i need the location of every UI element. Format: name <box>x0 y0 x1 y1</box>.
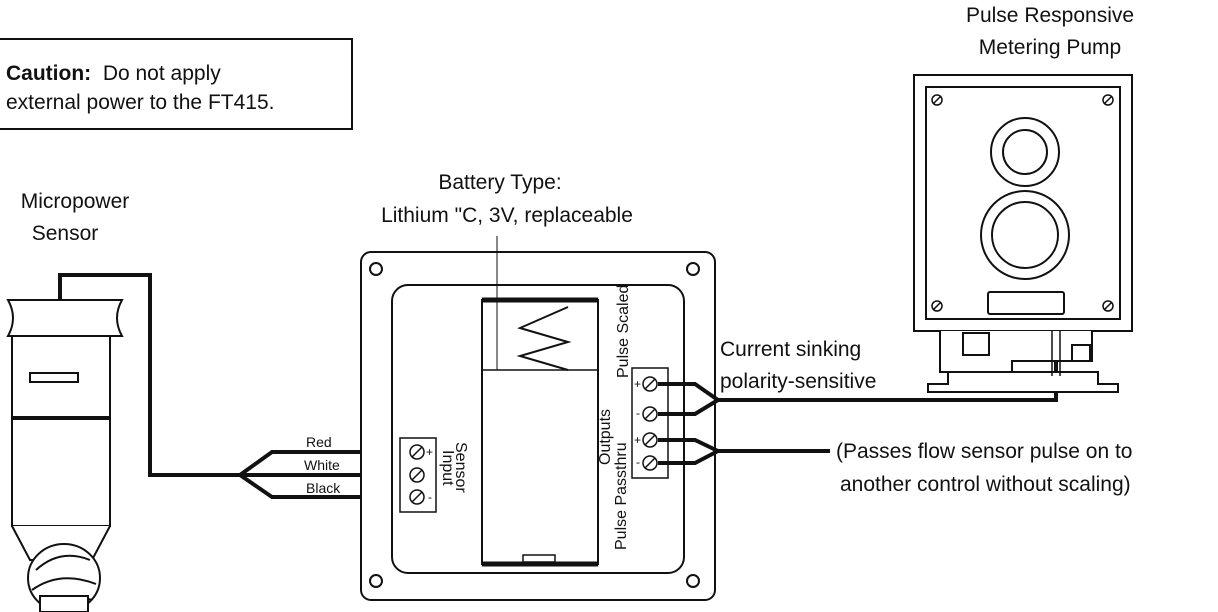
metering-pump <box>913 74 1133 393</box>
wire-red-label: Red <box>306 434 332 450</box>
caution-text-line2: external power to the FT415. <box>6 91 275 114</box>
micropower-sensor <box>6 299 124 612</box>
pump-title-line2: Metering Pump <box>979 36 1121 59</box>
battery <box>481 297 599 567</box>
sensor-input-label-line2: Input <box>439 450 456 486</box>
sensor-input-label-line1: Sensor <box>452 442 469 493</box>
wire-white-label: White <box>304 457 340 473</box>
pump-screws <box>931 94 1114 312</box>
pulse-passthru-label: Pulse Passthru <box>613 442 630 550</box>
caution-box: Caution: Do not apply external power to … <box>0 38 353 130</box>
current-sinking-line2: polarity-sensitive <box>720 370 876 393</box>
outputs-label: Outputs <box>597 409 614 465</box>
passthru-note-line2: another control without scaling) <box>840 473 1131 496</box>
output-scaled-plus: + <box>634 377 641 391</box>
output-passthru-minus: - <box>636 455 640 469</box>
current-sinking-line1: Current sinking <box>720 338 861 361</box>
controller-screw-holes <box>369 262 700 588</box>
output-scaled-minus: - <box>636 406 640 420</box>
caution-text-line1: Do not apply <box>102 62 221 85</box>
pulse-scaled-label: Pulse Scaled <box>615 285 632 378</box>
sensor-title-line1: Micropower <box>21 190 130 213</box>
passthru-note-line1: (Passes flow sensor pulse on to <box>836 440 1132 463</box>
sensor-cable <box>58 273 240 477</box>
wire-black-label: Black <box>306 480 341 496</box>
sensor-input-terminal-block <box>399 437 437 513</box>
battery-type-line1: Battery Type: <box>438 171 561 194</box>
sensor-input-plus: + <box>426 445 433 459</box>
output-passthru-plus: + <box>634 433 641 447</box>
pump-title-line1: Pulse Responsive <box>966 4 1134 27</box>
sensor-title-line2: Sensor <box>32 222 99 245</box>
sensor-input-minus: - <box>428 490 432 504</box>
caution-label: Caution: <box>6 62 92 85</box>
battery-type-line2: Lithium "C, 3V, replaceable <box>381 204 633 227</box>
outputs-terminal-block <box>631 367 669 479</box>
